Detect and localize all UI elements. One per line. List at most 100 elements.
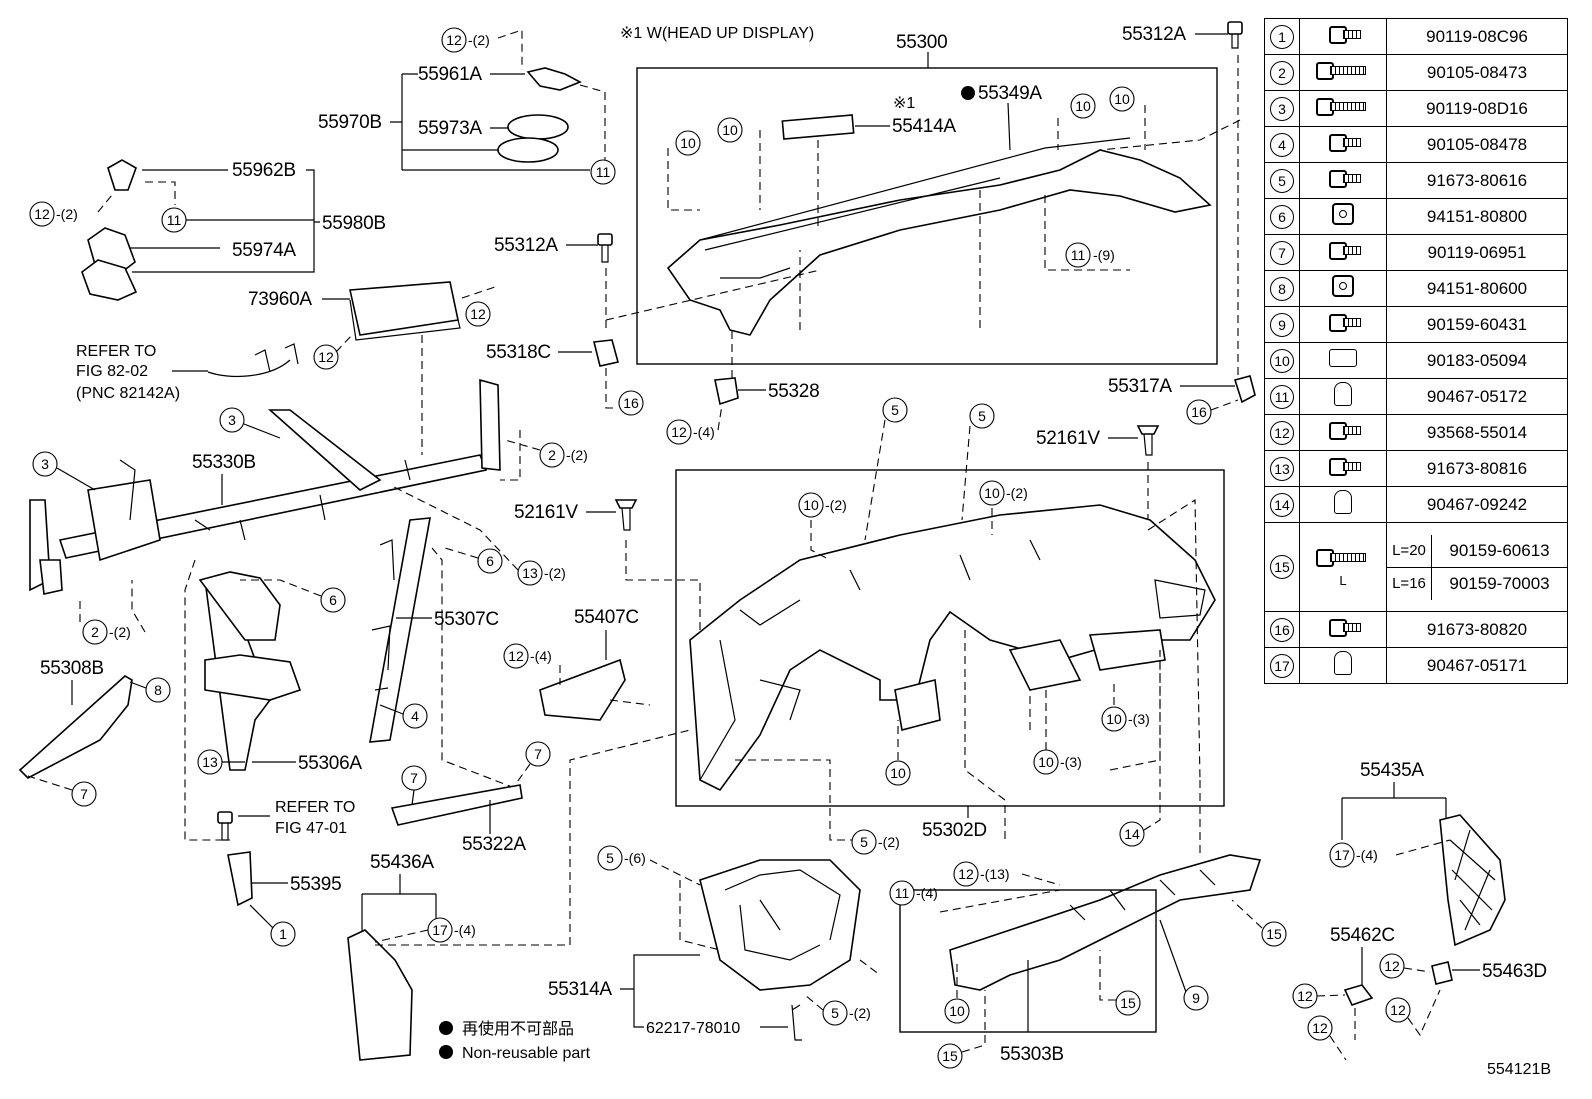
- length-label: L=16: [1387, 567, 1432, 600]
- part-55318C-label[interactable]: 55318C: [486, 342, 551, 363]
- part-55974A-label[interactable]: 55974A: [232, 240, 297, 261]
- lower-panel-55303B[interactable]: [949, 854, 1262, 991]
- part-55961A-label[interactable]: 55961A: [418, 64, 483, 85]
- part-55435A-label[interactable]: 55435A: [1360, 760, 1425, 781]
- svg-text:-(6): -(6): [624, 850, 646, 866]
- part-55407C-label[interactable]: 55407C: [574, 607, 639, 628]
- part-code[interactable]: 94151-80600: [1386, 270, 1568, 307]
- part-code[interactable]: 90105-08478: [1386, 126, 1568, 163]
- part-52161V-b-label[interactable]: 52161V: [514, 502, 579, 523]
- part-code[interactable]: 91673-80816: [1386, 450, 1568, 487]
- svg-text:12: 12: [671, 424, 687, 440]
- part-55317A-label[interactable]: 55317A: [1108, 376, 1173, 397]
- part-55307C-label[interactable]: 55307C: [434, 609, 499, 630]
- part-55349A-label[interactable]: 55349A: [978, 83, 1043, 104]
- part-73960A-label[interactable]: 73960A: [248, 289, 313, 310]
- bracket-55308B[interactable]: [18, 675, 133, 779]
- pad-group-box: [636, 67, 1218, 365]
- part-55314A-label[interactable]: 55314A: [548, 979, 613, 1000]
- refer-82-02-line2[interactable]: FIG 82-02: [76, 363, 148, 380]
- bracket-55407C[interactable]: [539, 658, 626, 721]
- svg-text:7: 7: [534, 746, 542, 762]
- part-55312A-top-label[interactable]: 55312A: [1122, 24, 1187, 45]
- part-code[interactable]: 93568-55014: [1386, 414, 1568, 451]
- part-code[interactable]: 90467-05171: [1386, 647, 1568, 684]
- part-55973A-label[interactable]: 55973A: [418, 118, 483, 139]
- side-cover-55436A[interactable]: [347, 929, 413, 1061]
- part-code[interactable]: 91673-80616: [1386, 162, 1568, 199]
- refer-47-01-line1[interactable]: REFER TO: [275, 799, 355, 816]
- bracket-55322A[interactable]: [390, 784, 523, 826]
- part-code[interactable]: 90159-70003: [1449, 573, 1550, 593]
- diagram-id: 554121B: [1487, 1061, 1551, 1078]
- part-55322A-label[interactable]: 55322A: [462, 834, 527, 855]
- svg-text:17: 17: [1334, 847, 1350, 863]
- svg-text:10: 10: [890, 765, 906, 781]
- part-55303B-label[interactable]: 55303B: [1000, 1044, 1064, 1065]
- refer-82-02-line1[interactable]: REFER TO: [76, 343, 156, 360]
- part-55980B-label[interactable]: 55980B: [322, 213, 386, 234]
- part-55414A-label[interactable]: 55414A: [892, 116, 957, 137]
- part-55302D-label[interactable]: 55302D: [922, 820, 987, 841]
- part-55970B-label[interactable]: 55970B: [318, 112, 382, 133]
- brace-55307C[interactable]: [369, 517, 431, 743]
- center-bracket-55314A[interactable]: [699, 859, 861, 991]
- svg-text:2: 2: [548, 447, 556, 463]
- speaker-grille-55961A[interactable]: [526, 67, 582, 91]
- part-55328-label[interactable]: 55328: [768, 381, 820, 402]
- part-code[interactable]: 91673-80820: [1386, 611, 1568, 648]
- svg-text:7: 7: [410, 770, 418, 786]
- part-code[interactable]: 90183-05094: [1386, 342, 1568, 379]
- part-55312A-mid-label[interactable]: 55312A: [494, 235, 559, 256]
- part-code[interactable]: 90119-08D16: [1386, 90, 1568, 127]
- airbag-module[interactable]: [349, 281, 459, 336]
- speaker-55962B[interactable]: [107, 159, 137, 191]
- bracket-55318C[interactable]: [593, 339, 619, 367]
- part-55330B-label[interactable]: 55330B: [192, 452, 256, 473]
- hud-cover-55414A[interactable]: [781, 114, 855, 140]
- svg-text:6: 6: [486, 553, 494, 569]
- part-55463D-label[interactable]: 55463D: [1482, 961, 1547, 982]
- part-code[interactable]: 90105-08473: [1386, 54, 1568, 91]
- part-code[interactable]: 94151-80800: [1386, 198, 1568, 235]
- length-dimension: L: [1339, 573, 1347, 588]
- part-55300-label[interactable]: 55300: [896, 32, 948, 53]
- part-55462C-label[interactable]: 55462C: [1330, 925, 1395, 946]
- instrument-panel-pad[interactable]: [666, 149, 1212, 336]
- side-cover-55435A[interactable]: [1439, 814, 1506, 947]
- part-code[interactable]: 90467-05172: [1386, 378, 1568, 415]
- part-62217-label[interactable]: 62217-78010: [646, 1020, 740, 1037]
- part-55395-label[interactable]: 55395: [290, 874, 342, 895]
- part-code[interactable]: 90467-09242: [1386, 486, 1568, 523]
- bracket-55395[interactable]: [227, 851, 253, 907]
- part-code[interactable]: 90159-60613: [1449, 540, 1550, 560]
- part-55308B-label[interactable]: 55308B: [40, 658, 104, 679]
- refer-47-01-line2[interactable]: FIG 47-01: [275, 820, 347, 837]
- panel-group-box: [675, 469, 1225, 807]
- part-code[interactable]: 90159-60431: [1386, 306, 1568, 343]
- part-55306A-label[interactable]: 55306A: [298, 753, 363, 774]
- part-52161V-a-label[interactable]: 52161V: [1036, 428, 1101, 449]
- refer-82-02-line3[interactable]: (PNC 82142A): [76, 385, 180, 402]
- part-55436A-label[interactable]: 55436A: [370, 852, 435, 873]
- part-code[interactable]: 90119-08C96: [1386, 18, 1568, 55]
- part-code[interactable]: 90119-06951: [1386, 234, 1568, 271]
- part-55962B-label[interactable]: 55962B: [232, 160, 296, 181]
